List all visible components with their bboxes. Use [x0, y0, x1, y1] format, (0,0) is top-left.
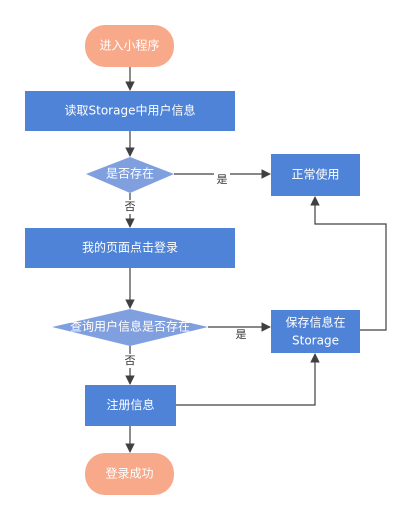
node-read-storage: 读取Storage中用户信息 — [25, 91, 235, 131]
node-register-label: 注册信息 — [106, 397, 154, 412]
node-exists-check: 是否存在 — [86, 157, 174, 193]
label-query-yes: 是 — [236, 328, 247, 341]
node-save-storage-label-line1: 保存信息在 — [285, 315, 345, 330]
node-read-storage-shape — [25, 91, 235, 131]
node-save-storage-label-line2: Storage — [292, 334, 339, 348]
node-exists-check-shape — [86, 157, 174, 193]
node-register: 注册信息 — [85, 385, 176, 426]
node-register-shape — [85, 385, 176, 426]
edge-labels: 是 否 是 否 — [122, 173, 249, 368]
node-normal-use-label: 正常使用 — [291, 167, 339, 182]
node-start-label: 进入小程序 — [99, 38, 159, 53]
edge-register-to-save — [176, 353, 320, 406]
node-query-exists-shape — [52, 309, 208, 346]
node-normal-use: 正常使用 — [271, 154, 360, 196]
node-normal-use-shape — [271, 154, 360, 196]
node-exists-check-label: 是否存在 — [106, 167, 154, 181]
label-exists-no: 否 — [125, 200, 136, 213]
node-query-exists: 查询用户信息是否存在 — [52, 309, 208, 346]
node-success-shape — [85, 453, 174, 495]
node-click-login-shape — [25, 228, 235, 268]
node-success: 登录成功 — [85, 453, 174, 495]
node-save-storage: 保存信息在 Storage — [271, 310, 360, 353]
edge-save-to-normal — [310, 196, 387, 331]
node-click-login: 我的页面点击登录 — [25, 228, 235, 268]
label-query-no: 否 — [125, 354, 136, 367]
node-query-exists-label: 查询用户信息是否存在 — [70, 319, 190, 334]
node-click-login-label: 我的页面点击登录 — [82, 240, 178, 255]
node-save-storage-shape — [271, 310, 360, 353]
node-success-label: 登录成功 — [105, 466, 153, 481]
label-exists-yes: 是 — [217, 173, 228, 186]
node-start-shape — [85, 25, 174, 67]
node-read-storage-label: 读取Storage中用户信息 — [65, 103, 196, 118]
node-start: 进入小程序 — [85, 25, 174, 67]
